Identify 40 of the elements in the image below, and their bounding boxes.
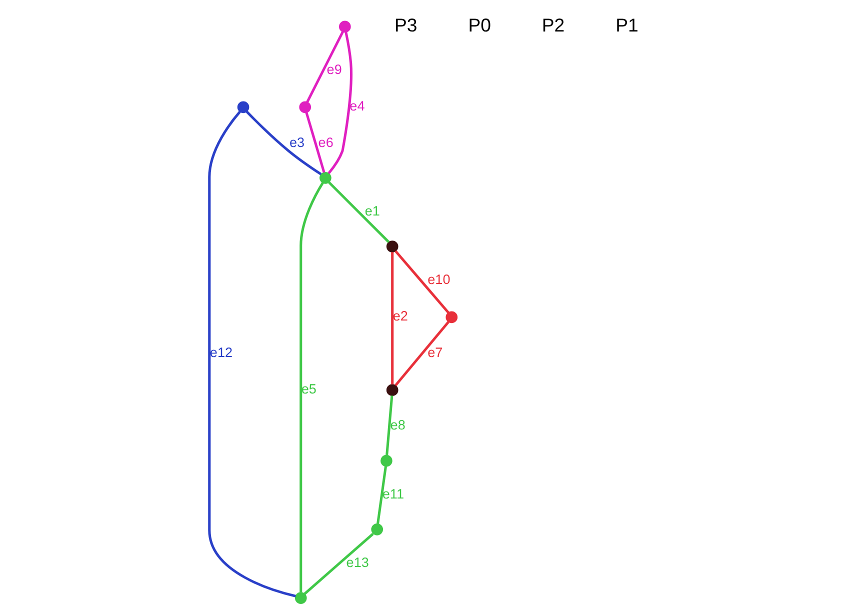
edge-label: e9	[326, 62, 342, 77]
edge-label: e2	[392, 308, 408, 324]
connector	[385, 396, 393, 456]
label: P3	[394, 14, 417, 36]
node-circle	[445, 311, 458, 324]
edge-label: e1	[364, 203, 380, 218]
node-circle	[380, 454, 392, 467]
edge-label: e8	[390, 418, 405, 433]
node-circle	[236, 101, 249, 114]
node-circle	[319, 172, 331, 184]
edge-label: e4	[349, 98, 364, 114]
connector	[299, 182, 324, 592]
connector	[208, 110, 296, 598]
node-circle	[338, 20, 350, 33]
connector	[245, 110, 322, 176]
node-circle	[294, 592, 306, 604]
connector	[394, 250, 449, 314]
edge-label: e10	[427, 272, 450, 288]
connector	[328, 181, 390, 243]
label: P0	[468, 14, 490, 36]
edge-label: e6	[318, 134, 333, 150]
edge-label: e3	[289, 134, 304, 150]
node-circle	[386, 384, 398, 396]
edge-label: e12	[209, 344, 232, 360]
connector	[327, 32, 352, 174]
node-circle	[386, 240, 398, 252]
edge-label: e13	[346, 554, 368, 570]
edge-label: e11	[382, 486, 404, 502]
label: P2	[541, 14, 564, 36]
label: P1	[615, 14, 638, 36]
connector	[306, 31, 344, 103]
connector	[394, 321, 449, 386]
connector	[376, 466, 386, 524]
edge-label: e7	[427, 344, 442, 360]
connector	[390, 252, 394, 384]
node-circle	[370, 524, 383, 536]
node-circle	[298, 101, 311, 114]
connector	[303, 532, 374, 595]
connector	[304, 112, 325, 173]
edge-label: e5	[300, 381, 316, 396]
